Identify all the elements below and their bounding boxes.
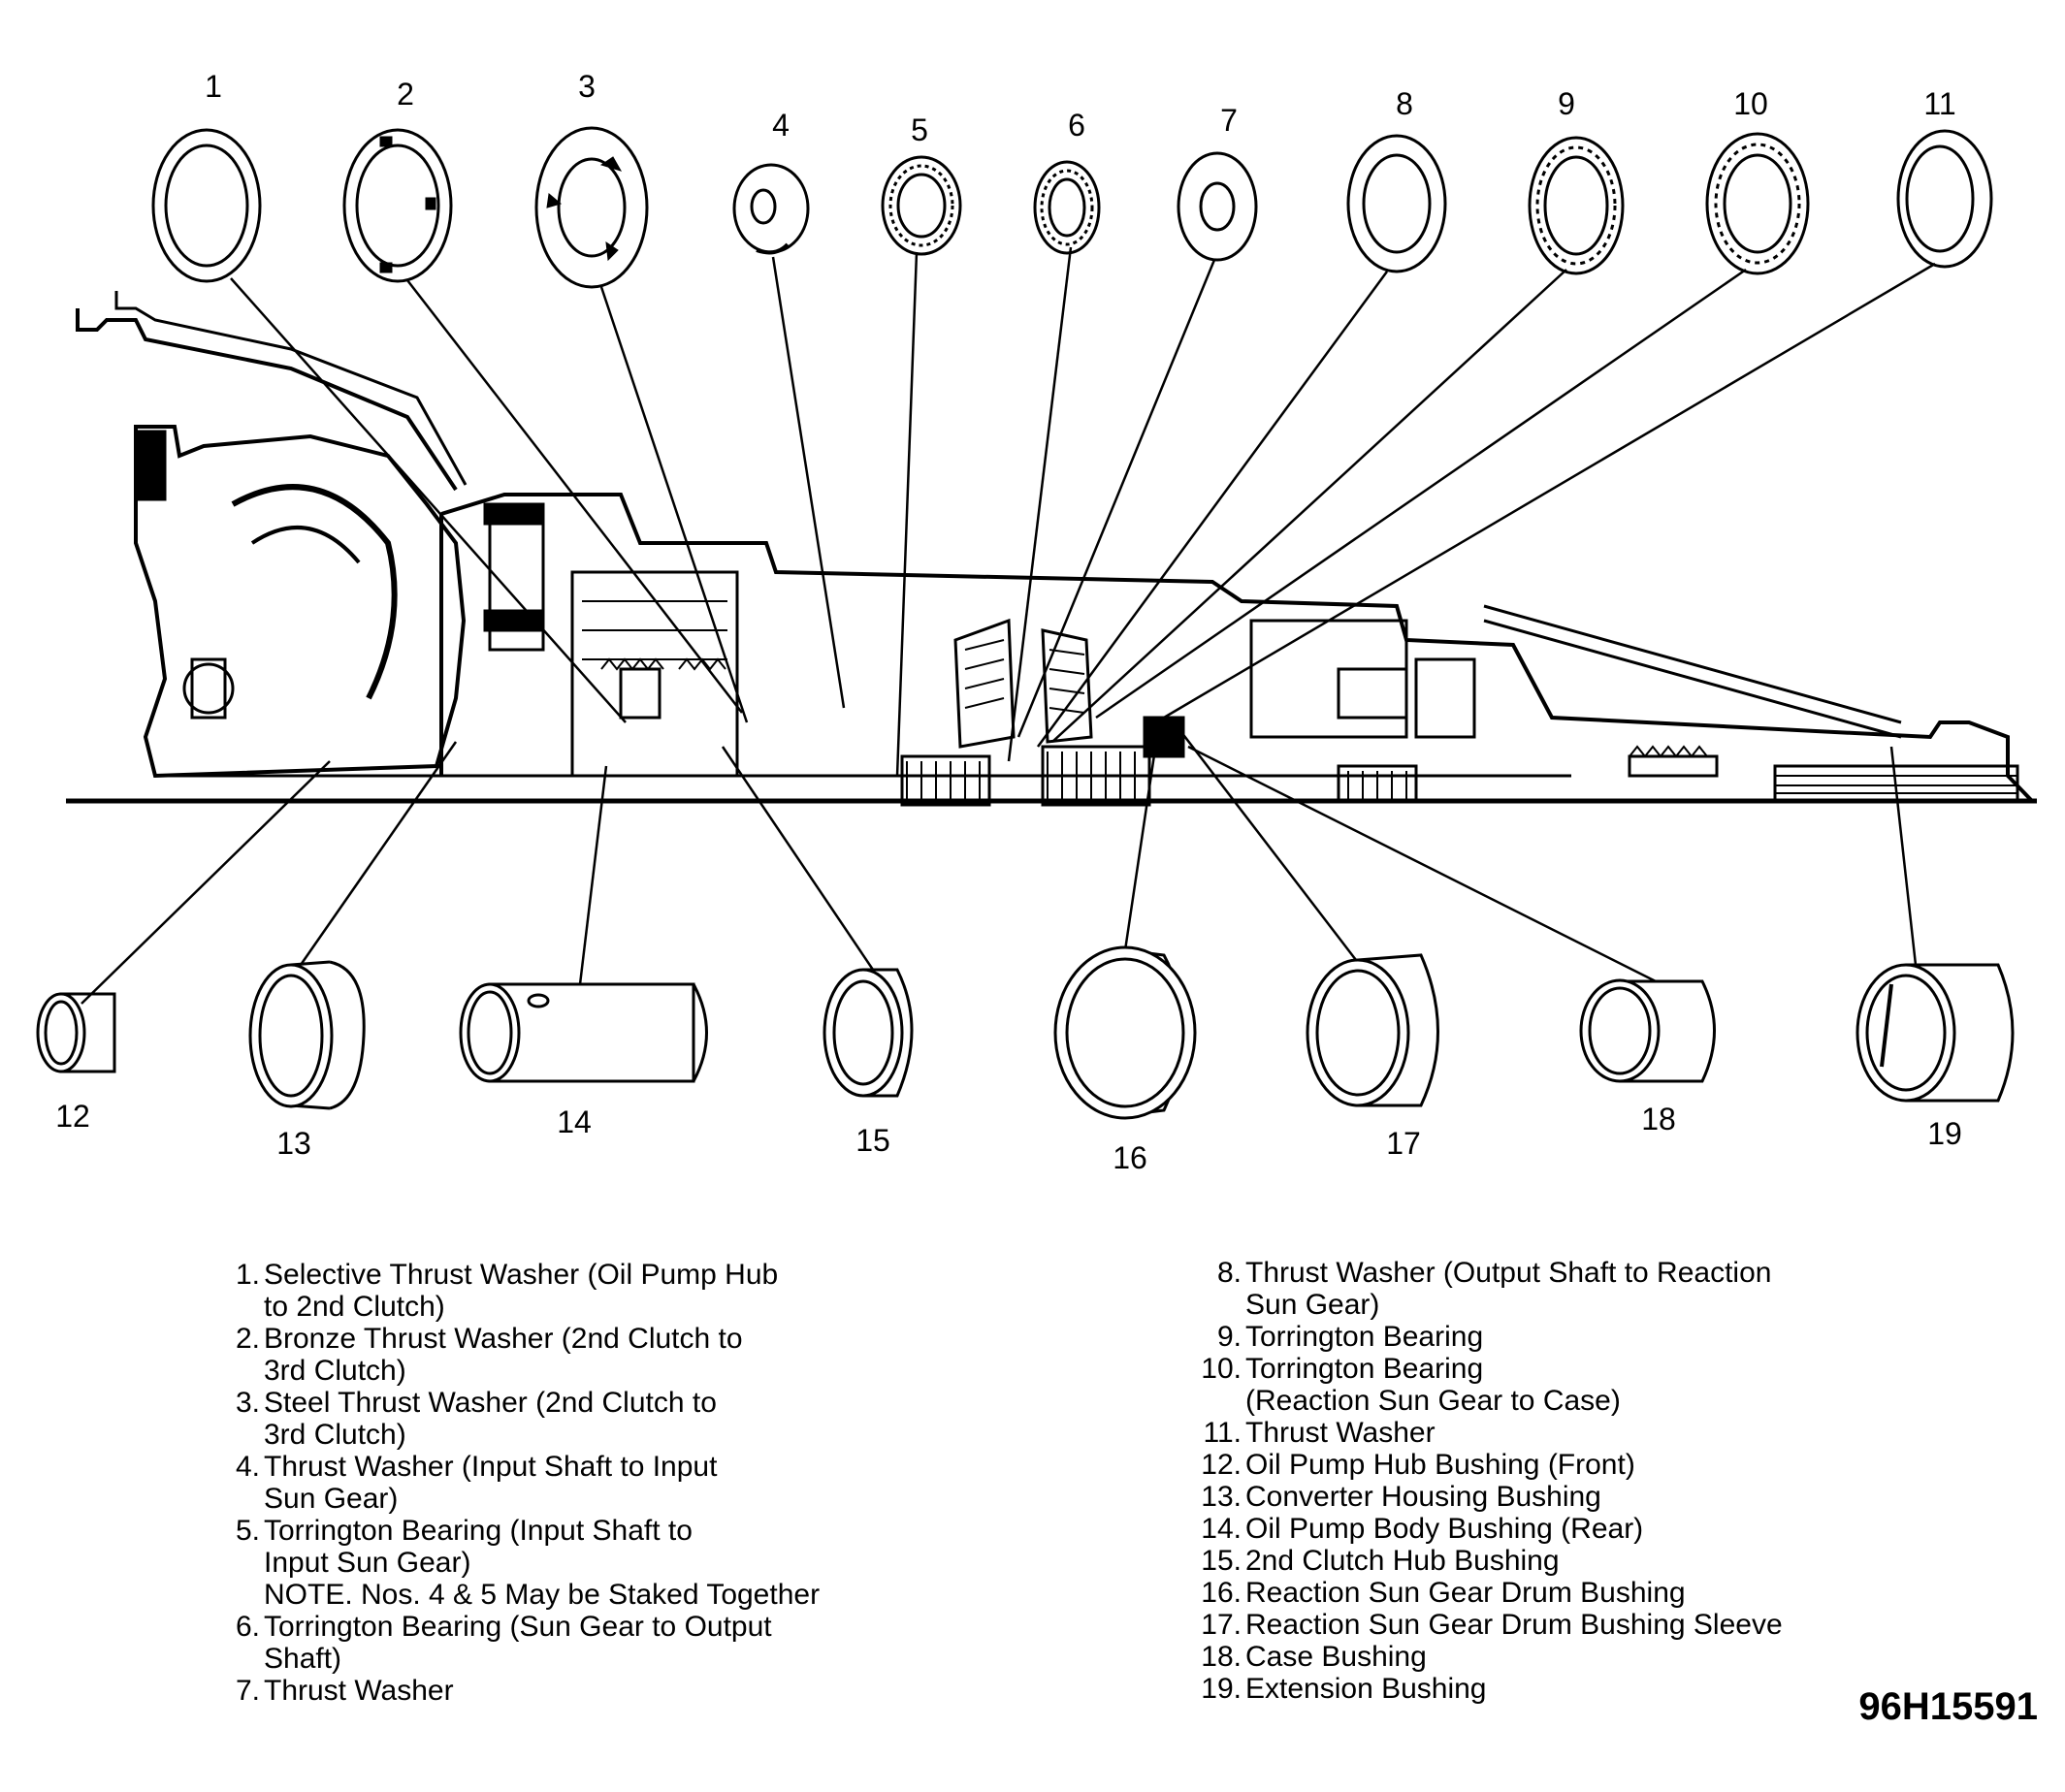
legend-left-column: 1. Selective Thrust Washer (Oil Pump Hub… xyxy=(223,1259,960,1707)
legend-item-2: 2. Bronze Thrust Washer (2nd Clutch to 3… xyxy=(235,1323,743,1387)
callout-2: 2 xyxy=(397,77,414,112)
leader-lines xyxy=(81,246,1936,1005)
callout-5: 5 xyxy=(911,112,928,147)
callout-15: 15 xyxy=(855,1123,890,1158)
figure-id: 96H15591 xyxy=(1858,1685,2038,1728)
thrust-washer-3-icon xyxy=(534,126,649,289)
thrust-washer-8-icon xyxy=(1346,134,1447,273)
torrington-bearing-10-icon xyxy=(1705,132,1810,275)
legend-item-19: 19. Extension Bushing xyxy=(1201,1673,1487,1705)
bushing-19-icon xyxy=(1855,963,2015,1103)
torrington-bearing-5-icon xyxy=(881,155,962,256)
legend-item-17: 17. Reaction Sun Gear Drum Bushing Sleev… xyxy=(1201,1609,1783,1641)
legend-item-11: 11. Thrust Washer xyxy=(1203,1417,1436,1449)
legend-note: NOTE. Nos. 4 & 5 May be Staked Together xyxy=(264,1579,821,1611)
legend-right-column: 8. Thrust Washer (Output Shaft to Reacti… xyxy=(1193,1257,1930,1705)
transmission-cross-section xyxy=(66,291,2037,807)
callout-9: 9 xyxy=(1558,86,1575,121)
callout-12: 12 xyxy=(55,1099,90,1134)
legend-item-3: 3. Steel Thrust Washer (2nd Clutch to 3r… xyxy=(235,1387,717,1451)
legend-item-4: 4. Thrust Washer (Input Shaft to Input S… xyxy=(235,1451,718,1515)
torrington-bearing-9-icon xyxy=(1528,136,1625,275)
callout-16: 16 xyxy=(1113,1140,1147,1175)
legend-item-10: 10. Torrington Bearing (Reaction Sun Gea… xyxy=(1201,1353,1621,1417)
thrust-washer-11-icon xyxy=(1896,129,1993,269)
legend-item-18: 18. Case Bushing xyxy=(1201,1641,1427,1673)
torrington-bearing-6-icon xyxy=(1033,160,1101,255)
legend-item-5: 5. Torrington Bearing (Input Shaft to In… xyxy=(223,1515,960,1611)
callout-7: 7 xyxy=(1220,103,1238,138)
legend-item-1: 1. Selective Thrust Washer (Oil Pump Hub… xyxy=(235,1259,779,1323)
thrust-washer-2-icon xyxy=(342,128,453,283)
bushing-18-icon xyxy=(1579,978,1716,1083)
legend-item-13: 13. Converter Housing Bushing xyxy=(1201,1481,1601,1513)
bushing-16-icon xyxy=(1053,945,1197,1120)
callout-11: 11 xyxy=(1923,86,1955,121)
bushing-13-icon xyxy=(248,960,366,1110)
legend-item-8: 8. Thrust Washer (Output Shaft to Reacti… xyxy=(1216,1257,1772,1321)
callout-14: 14 xyxy=(557,1104,592,1139)
legend-item-16: 16. Reaction Sun Gear Drum Bushing xyxy=(1201,1577,1686,1609)
bushing-14-icon xyxy=(459,982,708,1083)
legend-item-14: 14. Oil Pump Body Bushing (Rear) xyxy=(1201,1513,1644,1545)
legend-item-6: 6. Torrington Bearing (Sun Gear to Outpu… xyxy=(235,1611,772,1675)
callout-13: 13 xyxy=(276,1126,311,1161)
callout-19: 19 xyxy=(1927,1116,1962,1151)
callout-17: 17 xyxy=(1386,1126,1421,1161)
legend-item-15: 15. 2nd Clutch Hub Bushing xyxy=(1201,1545,1560,1577)
legend-item-12: 12. Oil Pump Hub Bushing (Front) xyxy=(1201,1449,1635,1481)
bushing-12-icon xyxy=(36,992,116,1073)
callout-6: 6 xyxy=(1068,108,1085,143)
thrust-washer-1-icon xyxy=(151,128,262,283)
callout-1: 1 xyxy=(205,69,222,104)
callout-10: 10 xyxy=(1733,86,1768,121)
legend-item-7: 7. Thrust Washer xyxy=(235,1675,454,1707)
legend-item-9: 9. Torrington Bearing xyxy=(1216,1321,1484,1353)
callout-18: 18 xyxy=(1641,1102,1676,1136)
bushing-17-icon xyxy=(1306,953,1439,1107)
callout-3: 3 xyxy=(578,69,596,104)
callout-8: 8 xyxy=(1396,86,1413,121)
callout-4: 4 xyxy=(772,108,790,143)
bushing-15-icon xyxy=(823,968,914,1098)
thrust-washer-4-icon xyxy=(732,163,810,255)
thrust-washer-7-icon xyxy=(1177,151,1258,262)
